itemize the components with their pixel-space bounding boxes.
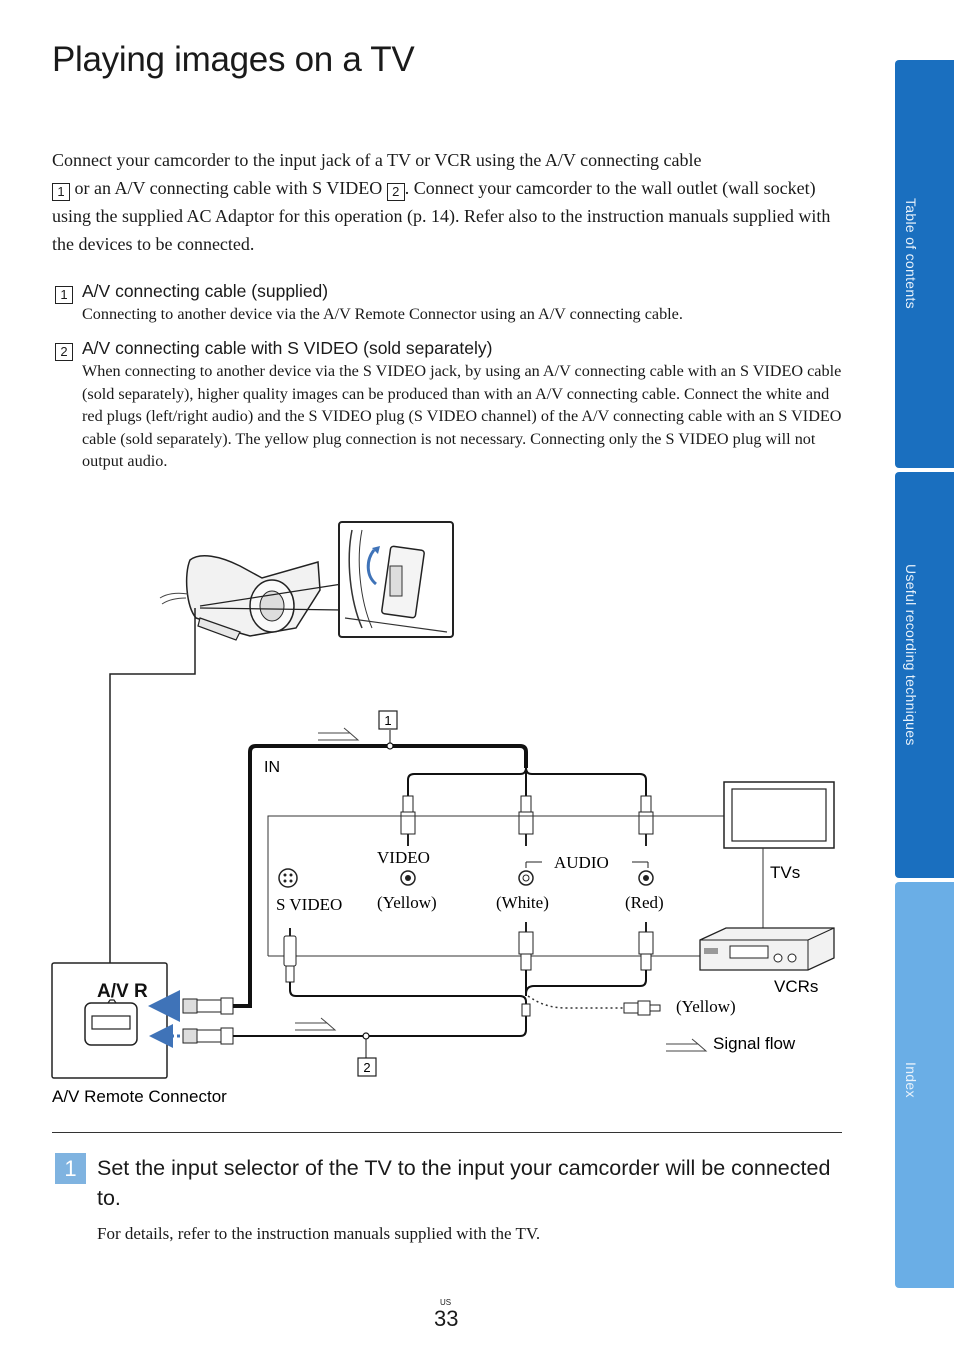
item-2-number: 2 <box>55 343 73 361</box>
item-2-body: When connecting to another device via th… <box>82 362 842 470</box>
step-detail: For details, refer to the instruction ma… <box>97 1224 541 1243</box>
intro-text-1: Connect your camcorder to the input jack… <box>52 150 702 170</box>
page-title: Playing images on a TV <box>52 40 415 79</box>
label-audio: AUDIO <box>554 853 609 872</box>
tab-label-index: Index <box>903 1062 919 1098</box>
label-vcrs: VCRs <box>774 977 818 996</box>
intro-text-3: . Connect your camcorder to the wall out… <box>52 178 831 254</box>
tab-table-of-contents[interactable]: Table of contents <box>895 60 954 468</box>
plug-s-video <box>283 928 297 983</box>
plug-red-top <box>638 795 654 846</box>
label-s-video: S VIDEO <box>276 895 342 914</box>
item-2-heading: 2 A/V connecting cable with S VIDEO (sold… <box>55 338 492 361</box>
intro-text-2: or an A/V connecting cable with S VIDEO <box>70 178 387 198</box>
callout-1: 1 <box>384 713 391 728</box>
s-video-jack <box>278 868 298 888</box>
page-number: 33 <box>434 1306 459 1331</box>
plug-white-bottom <box>518 922 534 971</box>
label-in: IN <box>264 759 280 776</box>
plug-video-top <box>400 795 416 846</box>
section-divider <box>52 1132 842 1133</box>
item-1-title: A/V connecting cable (supplied) <box>82 281 329 301</box>
tab-index[interactable]: Index <box>895 882 954 1288</box>
plug-cable-1 <box>182 997 234 1015</box>
tab-useful-recording-techniques[interactable]: Useful recording techniques <box>895 472 954 878</box>
label-av-remote-connector: A/V Remote Connector <box>52 1087 227 1106</box>
tv-icon <box>723 781 835 928</box>
intro-callout-2: 2 <box>386 183 405 201</box>
label-white: (White) <box>496 893 549 912</box>
plug-cable-2 <box>182 1027 234 1045</box>
page-region: US <box>440 1298 452 1307</box>
label-tvs: TVs <box>770 863 800 882</box>
item-2-title: A/V connecting cable with S VIDEO (sold … <box>82 338 493 358</box>
plug-yellow-dashed <box>623 1000 661 1016</box>
plug-white-top <box>518 795 534 846</box>
item-1-heading: 1 A/V connecting cable (supplied) <box>55 281 328 304</box>
item-1-number: 1 <box>55 286 73 304</box>
step-text: Set the input selector of the TV to the … <box>97 1156 831 1210</box>
label-video: VIDEO <box>377 848 430 867</box>
signal-flow-icon <box>666 1038 708 1052</box>
tab-label-table-of-contents: Table of contents <box>903 198 919 309</box>
label-yellow-2: (Yellow) <box>676 997 736 1016</box>
intro-paragraph: Connect your camcorder to the input jack… <box>52 146 852 258</box>
vcr-icon <box>699 927 835 971</box>
connection-diagram: A/V R 1 2 <box>51 521 835 1106</box>
av-r-label: A/V R <box>97 981 148 1002</box>
label-signal-flow: Signal flow <box>713 1034 796 1053</box>
camcorder-illustration <box>159 554 343 641</box>
step-number-badge: 1 <box>55 1153 86 1184</box>
intro-callout-1: 1 <box>52 183 70 201</box>
callout-2: 2 <box>363 1060 370 1075</box>
item-1-body: Connecting to another device via the A/V… <box>82 305 683 323</box>
tab-label-useful-recording-techniques: Useful recording techniques <box>903 564 919 746</box>
label-yellow: (Yellow) <box>377 893 437 912</box>
connector-detail-inset <box>338 521 454 638</box>
plug-red-bottom <box>638 922 654 971</box>
label-red: (Red) <box>625 893 664 912</box>
